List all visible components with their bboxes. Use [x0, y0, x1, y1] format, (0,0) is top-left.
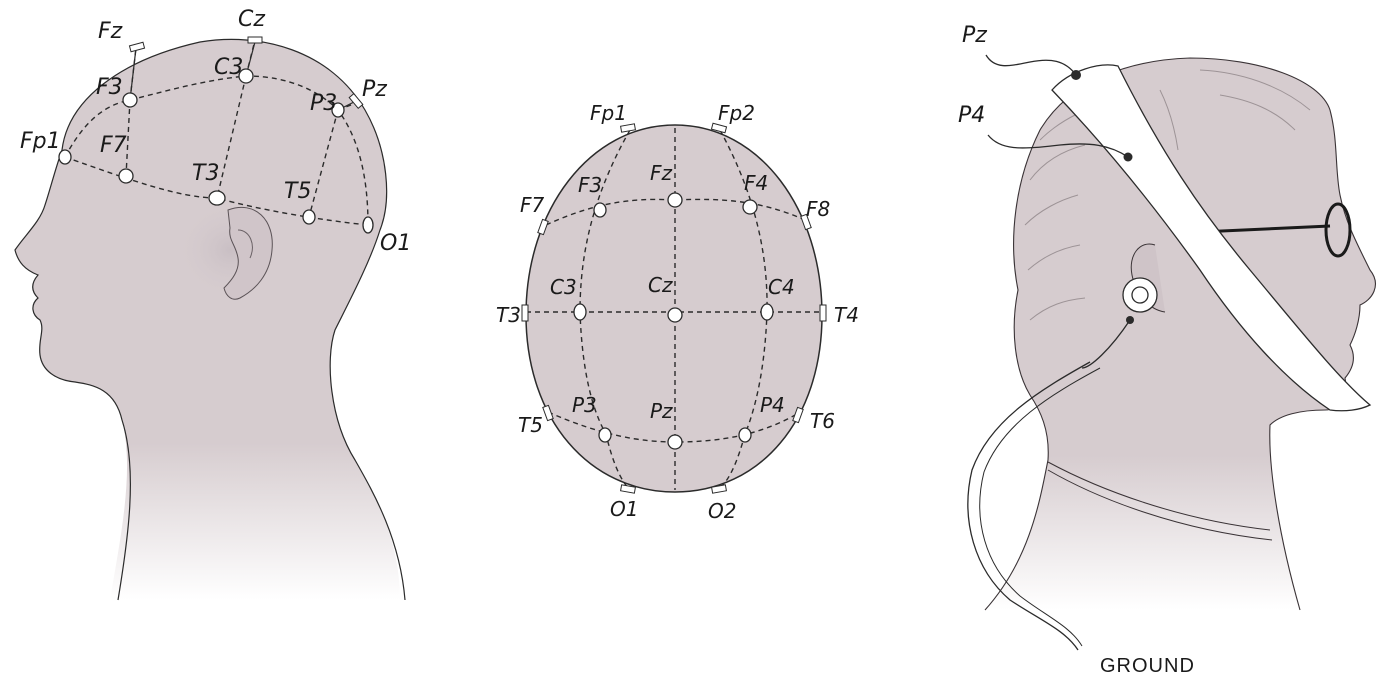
label-c4: C4	[768, 275, 795, 299]
label-c3: C3	[214, 55, 243, 80]
glasses	[1199, 202, 1352, 258]
label-t4: T4	[834, 303, 859, 327]
subject-silhouette	[985, 58, 1376, 610]
label-pz: Pz	[362, 77, 387, 102]
side-labels: Fz Cz Pz F3 C3 P3 Fp1 F7 T3 T5 O1	[20, 7, 411, 256]
label-f3: F3	[96, 75, 123, 100]
electrode-o1	[362, 216, 374, 234]
electrode-f3	[593, 202, 607, 218]
label-t3: T3	[496, 303, 521, 327]
top-view: Fp1 Fp2 F7 F3 Fz F4 F8 T3 C3 Cz C4 T4 T5…	[496, 101, 859, 523]
electrode-wires	[985, 54, 1131, 369]
label-t6: T6	[810, 409, 835, 433]
label-f7: F7	[520, 193, 545, 217]
top-labels: Fp1 Fp2 F7 F3 Fz F4 F8 T3 C3 Cz C4 T4 T5…	[496, 101, 859, 523]
electrode-f4	[742, 199, 758, 215]
ground-cable	[967, 361, 1091, 651]
label-pz: Pz	[962, 23, 987, 48]
label-f4: F4	[744, 171, 768, 195]
electrode-c3	[238, 68, 254, 84]
electrode-cz	[667, 307, 683, 323]
label-cz: Cz	[648, 273, 673, 297]
label-ground: GROUND	[1100, 655, 1195, 677]
shirt-collar-inner	[1047, 469, 1273, 541]
label-o2: O2	[708, 499, 736, 523]
fz-clip	[128, 41, 146, 53]
cz-clip	[247, 36, 263, 44]
shirt-collar	[1047, 461, 1271, 531]
electrode-p3	[331, 102, 345, 118]
pz-clip	[348, 93, 364, 109]
headband	[1051, 64, 1372, 412]
label-t3: T3	[192, 161, 219, 186]
ground-electrode-inner	[1131, 286, 1149, 304]
label-fp2: Fp2	[718, 101, 755, 125]
ear-inner-line	[237, 229, 253, 259]
label-pz: Pz	[650, 399, 673, 423]
label-f3: F3	[578, 173, 602, 197]
electrode-f3	[122, 92, 138, 108]
top-electrodes	[573, 192, 774, 450]
electrode-t3	[208, 190, 226, 206]
label-cz: Cz	[238, 7, 265, 32]
side-view: Fz Cz Pz F3 C3 P3 Fp1 F7 T3 T5 O1	[14, 7, 411, 601]
label-o1: O1	[610, 497, 638, 521]
label-p3: P3	[310, 91, 337, 116]
electrode-f7	[118, 168, 134, 184]
electrode-fp1	[58, 149, 72, 165]
label-p4: P4	[760, 393, 785, 417]
electrode-pz	[667, 434, 683, 450]
label-fz: Fz	[98, 19, 123, 44]
label-t5: T5	[284, 179, 311, 204]
electrode-p4	[738, 427, 752, 443]
top-edge-clips	[521, 122, 827, 494]
label-f8: F8	[806, 197, 830, 221]
label-f7: F7	[100, 133, 127, 158]
side-electrodes	[58, 68, 374, 234]
side-head-silhouette	[15, 39, 400, 600]
electrode-p3	[598, 427, 612, 443]
ear	[223, 206, 273, 300]
ground-electrode	[1122, 277, 1158, 313]
label-fp1: Fp1	[20, 129, 61, 154]
label-fz: Fz	[650, 161, 673, 185]
electrode-fz	[667, 192, 683, 208]
subject-labels: Pz P4 GROUND	[958, 23, 1195, 677]
electrode-t5	[302, 209, 316, 225]
subject-view: Pz P4 GROUND	[958, 23, 1376, 677]
label-p3: P3	[572, 393, 597, 417]
label-t5: T5	[518, 413, 543, 437]
electrode-c3	[573, 303, 587, 321]
electrode-c4	[760, 303, 774, 321]
side-head-outline	[14, 38, 406, 601]
label-p4: P4	[958, 103, 985, 128]
label-fp1: Fp1	[590, 101, 627, 125]
label-o1: O1	[380, 231, 411, 256]
label-c3: C3	[550, 275, 577, 299]
ground-cable-edge	[979, 367, 1101, 647]
